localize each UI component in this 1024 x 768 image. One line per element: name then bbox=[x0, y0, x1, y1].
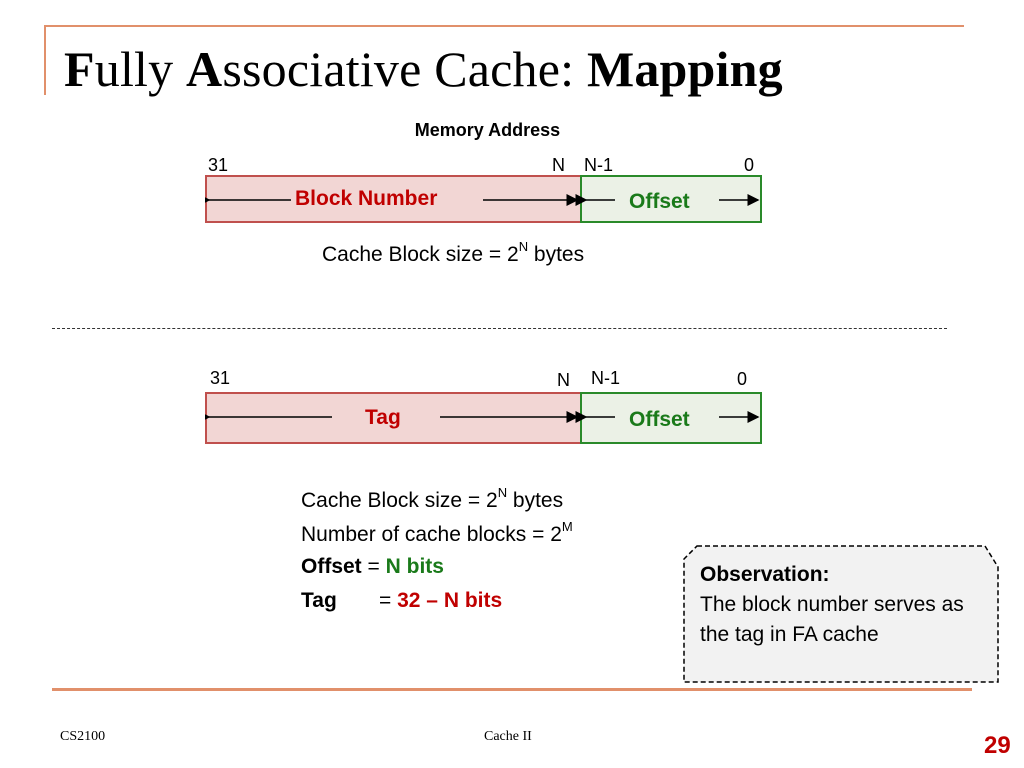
bottom-field-arrows bbox=[205, 411, 760, 423]
top-offset-field bbox=[580, 175, 762, 223]
bottom-address-bar: Tag Offset bbox=[205, 392, 762, 444]
observation-body: The block number serves as the tag in FA… bbox=[700, 593, 964, 646]
info-num-blocks: Number of cache blocks = 2M bbox=[301, 519, 573, 546]
info-offset-bits: Offset = N bits bbox=[301, 555, 444, 578]
top-bit-n-minus-1: N-1 bbox=[584, 155, 614, 175]
top-field-arrows bbox=[205, 194, 760, 206]
observation-callout bbox=[683, 545, 999, 683]
frame-bottom-line bbox=[52, 688, 972, 691]
memory-address-heading: Memory Address bbox=[414, 120, 561, 140]
block-number-field bbox=[205, 175, 582, 223]
page-number: 29 bbox=[984, 732, 1011, 759]
bottom-bit-n: N bbox=[557, 370, 570, 390]
bottom-bit-0: 0 bbox=[737, 369, 748, 389]
top-bit-0: 0 bbox=[744, 155, 755, 175]
top-offset-label: Offset bbox=[629, 190, 690, 213]
observation-text: Observation: The block number serves as … bbox=[700, 560, 990, 650]
tag-field bbox=[205, 392, 582, 444]
top-address-bar: Block Number Offset bbox=[205, 175, 762, 223]
tag-label: Tag bbox=[365, 406, 401, 429]
top-bit-31: 31 bbox=[208, 155, 229, 175]
bottom-bit-n-minus-1: N-1 bbox=[591, 368, 621, 388]
info-tag-label: Tag bbox=[301, 589, 337, 612]
info-tag-bits: = 32 – N bits bbox=[379, 589, 503, 612]
footer-topic: Cache II bbox=[484, 729, 532, 744]
info-block-size: Cache Block size = 2N bytes bbox=[301, 485, 564, 512]
frame-left-line bbox=[44, 25, 46, 95]
block-number-label: Block Number bbox=[295, 187, 438, 210]
observation-heading: Observation: bbox=[700, 563, 830, 586]
bottom-bit-31: 31 bbox=[210, 368, 231, 388]
frame-top-line bbox=[44, 25, 964, 27]
bottom-offset-label: Offset bbox=[629, 408, 690, 431]
top-bit-n: N bbox=[552, 155, 565, 175]
footer-course: CS2100 bbox=[60, 729, 106, 744]
bottom-offset-field bbox=[580, 392, 762, 444]
top-caption: Cache Block size = 2N bytes bbox=[322, 239, 585, 266]
slide-title: Fully Associative Cache: Mapping bbox=[64, 41, 783, 97]
section-divider bbox=[52, 328, 947, 329]
